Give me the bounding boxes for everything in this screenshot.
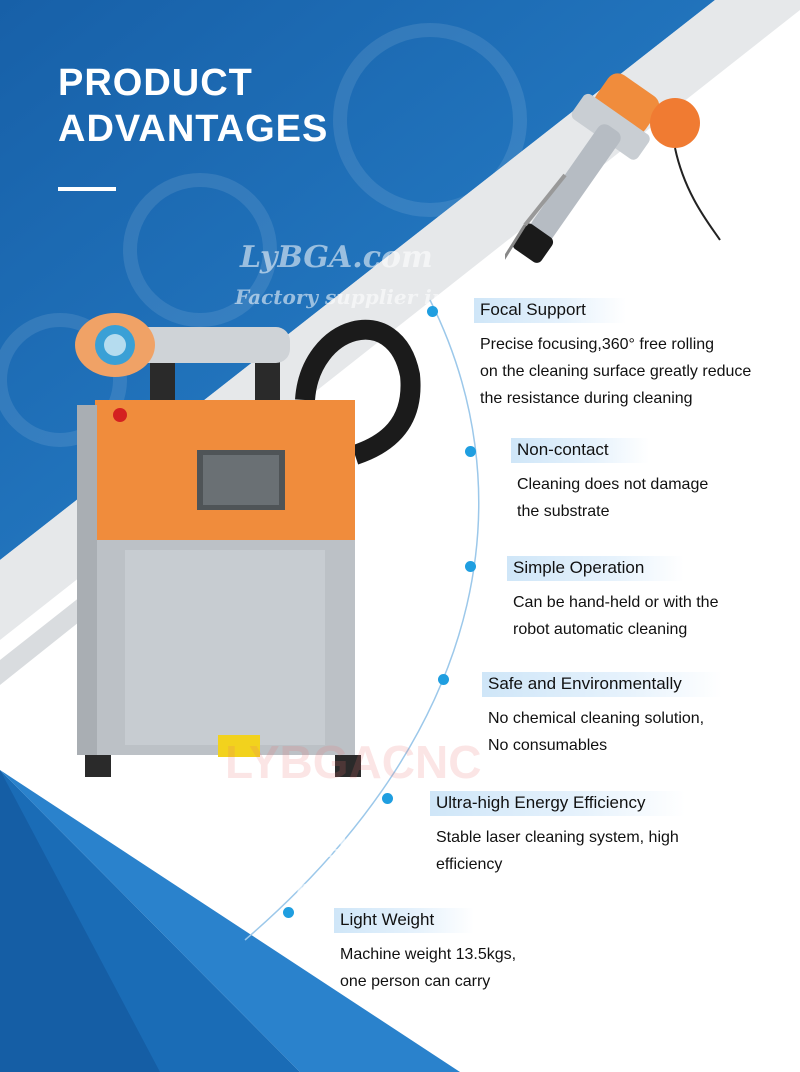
feature-description: Stable laser cleaning system, high effic… — [436, 824, 790, 878]
feature-line: efficiency — [436, 856, 503, 873]
page-title-line1: PRODUCT — [58, 62, 253, 104]
feature-title: Light Weight — [334, 908, 475, 933]
feature-line: No consumables — [488, 737, 608, 754]
page-title: PRODUCT ADVANTAGES — [58, 60, 328, 152]
feature-dot-4 — [438, 674, 449, 685]
feature-dot-1 — [427, 306, 438, 317]
feature-light-weight: Light Weight Machine weight 13.5kgs, one… — [334, 908, 654, 995]
watermark-brand-bottom: LyBGA.com — [240, 830, 433, 865]
laser-gun-image — [505, 73, 721, 263]
feature-title: Simple Operation — [507, 556, 685, 581]
feature-line: Stable laser cleaning system, high — [436, 829, 679, 846]
feature-title: Non-contact — [511, 438, 649, 463]
feature-dot-5 — [382, 793, 393, 804]
feature-title: Ultra-high Energy Efficiency — [430, 791, 686, 816]
page-title-line2: ADVANTAGES — [58, 108, 329, 150]
feature-title: Focal Support — [474, 298, 626, 323]
feature-description: Cleaning does not damage the substrate — [517, 471, 800, 525]
feature-line: on the cleaning surface greatly reduce — [480, 363, 752, 380]
feature-dot-2 — [465, 446, 476, 457]
feature-simple-operation: Simple Operation Can be hand-held or wit… — [507, 556, 800, 643]
feature-description: Precise focusing,360° free rolling on th… — [480, 331, 794, 412]
feature-dot-3 — [465, 561, 476, 572]
feature-line: No chemical cleaning solution, — [488, 710, 705, 727]
feature-title: Safe and Environmentally — [482, 672, 722, 697]
watermark-tagline-top: Factory supplier in china — [235, 285, 516, 309]
feature-line: the resistance during cleaning — [480, 390, 693, 407]
feature-non-contact: Non-contact Cleaning does not damage the… — [511, 438, 800, 525]
feature-safe-environmental: Safe and Environmentally No chemical cle… — [482, 672, 800, 759]
watermark-tagline-bottom: Factory supplier in china — [235, 875, 516, 899]
feature-line: Cleaning does not damage — [517, 476, 709, 493]
watermark-brand-top: LyBGA.com — [240, 240, 433, 275]
feature-line: robot automatic cleaning — [513, 621, 688, 638]
feature-description: Machine weight 13.5kgs, one person can c… — [340, 941, 654, 995]
feature-line: the substrate — [517, 503, 610, 520]
feature-focal-support: Focal Support Precise focusing,360° free… — [474, 298, 794, 412]
feature-dot-6 — [283, 907, 294, 918]
watermark-center: LYBGACNC — [225, 736, 482, 788]
feature-line: Precise focusing,360° free rolling — [480, 336, 715, 353]
feature-description: No chemical cleaning solution, No consum… — [488, 705, 800, 759]
feature-energy-efficiency: Ultra-high Energy Efficiency Stable lase… — [430, 791, 790, 878]
feature-line: Machine weight 13.5kgs, — [340, 946, 517, 963]
title-underline — [58, 187, 116, 191]
feature-line: one person can carry — [340, 973, 491, 990]
laser-cleaner-machine-image — [75, 313, 421, 777]
feature-description: Can be hand-held or with the robot autom… — [513, 589, 800, 643]
feature-line: Can be hand-held or with the — [513, 594, 719, 611]
